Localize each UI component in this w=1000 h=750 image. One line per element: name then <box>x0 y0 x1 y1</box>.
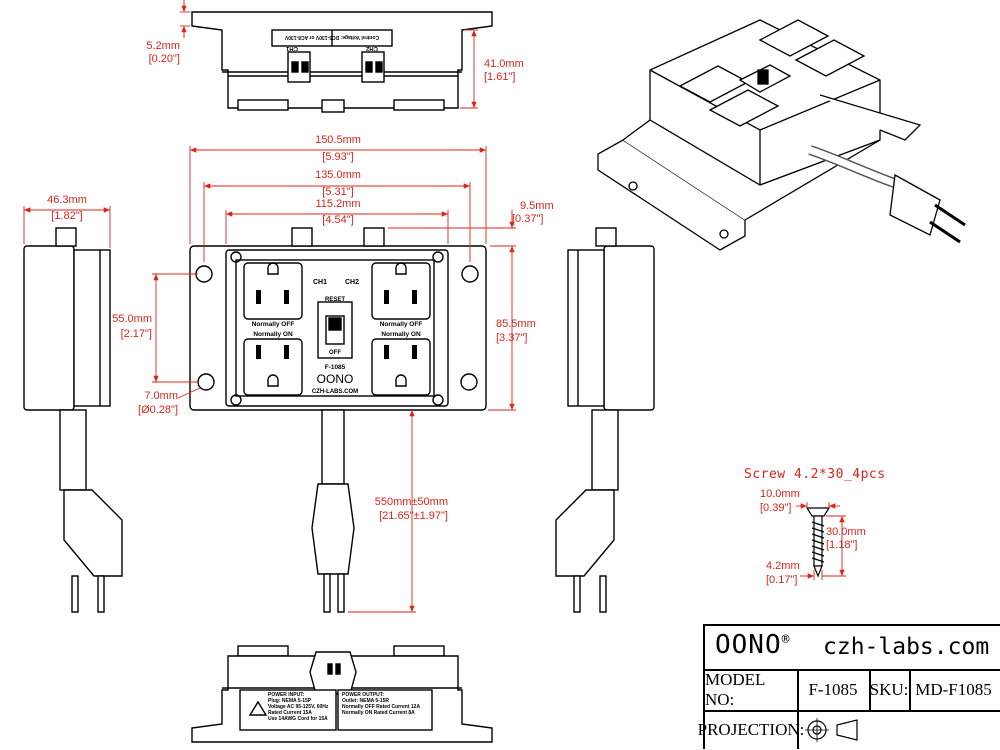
screw-head-in: [0.39"] <box>760 502 792 514</box>
off-label: OFF <box>329 350 341 356</box>
power-output-line: Normally OFF Rated Current 12A <box>342 704 420 710</box>
title-block-model-row: MODEL NO: F-1085 SKU: MD-F1085 <box>705 669 1000 712</box>
outlet-slots <box>256 290 417 359</box>
dim-terminal-height-in: [0.37"] <box>512 213 544 225</box>
isometric-view <box>597 19 966 251</box>
screw-diameter-in: [0.17"] <box>766 574 798 586</box>
front-view <box>189 227 487 613</box>
sku-value: MD-F1085 <box>915 679 992 699</box>
title-block-projection-row: PROJECTION: <box>698 710 1000 749</box>
top-ch2-label: CH2 <box>366 45 379 51</box>
dim-hole-diameter-mm: 7.0mm <box>144 390 178 402</box>
title-block-header: OONO® czh-labs.com <box>705 626 1000 671</box>
control-voltage-label: Control Voltage: DC5-130V or AC8-130V <box>284 34 379 40</box>
dim-top-height-in: [1.61"] <box>484 71 516 83</box>
website: czh-labs.com <box>823 634 990 660</box>
projection-label: PROJECTION: <box>698 710 804 749</box>
dim-hole-vertical-in: [2.17"] <box>120 328 152 340</box>
dim-overall-height-mm: 85.5mm <box>496 318 536 330</box>
model-value: F-1085 <box>797 669 871 710</box>
front-logo: OONO <box>317 372 354 386</box>
power-output-line: Outlet: NEMA 5-15R <box>342 698 389 704</box>
normally-off-left: Normally OFF <box>252 321 295 328</box>
right-side-view <box>555 227 655 613</box>
normally-on-right: Normally ON <box>381 331 421 338</box>
dim-depth-mm: 46.3mm <box>47 194 87 206</box>
reset-label: RESET <box>325 297 345 303</box>
dim-overall-height-in: [3.37"] <box>496 332 528 344</box>
dim-cord-length-mm: 550mm±50mm <box>374 496 448 508</box>
normally-on-left: Normally ON <box>253 331 293 338</box>
dim-overall-width-mm: 150.5mm <box>315 134 361 146</box>
title-block: OONO® czh-labs.com MODEL NO: F-1085 SKU:… <box>698 624 1000 749</box>
power-input-title: POWER INPUT: <box>268 692 305 698</box>
dimension-lines <box>23 0 846 613</box>
dim-body-width-mm: 115.2mm <box>315 198 361 210</box>
power-output-line: Normally ON Rated Current 8A <box>342 710 415 716</box>
dim-hole-diameter-in: [Ø0.28"] <box>138 404 178 416</box>
dim-top-offset-in: [0.20"] <box>148 53 180 65</box>
top-view <box>191 11 493 113</box>
dim-cord-length-in: [21.65"±1.97"] <box>379 510 448 522</box>
screw-title: Screw 4.2*30_4pcs <box>744 467 886 482</box>
ch2-label: CH2 <box>345 279 359 286</box>
screw-head-mm: 10.0mm <box>760 488 800 500</box>
normally-off-right: Normally OFF <box>380 321 423 328</box>
power-input-line: Use 14AWG Cord for 15A <box>268 716 328 722</box>
bottom-view <box>191 645 493 743</box>
screw-diameter-mm: 4.2mm <box>766 560 800 572</box>
power-input-line: Rated Current 15A <box>268 710 312 716</box>
dim-depth-in: [1.82"] <box>51 210 83 222</box>
dim-hole-spacing-mm: 135.0mm <box>315 169 361 181</box>
brand-logo: OONO® <box>715 630 791 660</box>
dim-hole-vertical-mm: 55.0mm <box>112 313 152 325</box>
dim-body-width-in: [4.54"] <box>322 214 354 226</box>
screw-drawing <box>805 507 831 578</box>
screw-length-mm: 30.0mm <box>826 526 866 538</box>
dim-terminal-height-mm: 9.5mm <box>520 200 554 212</box>
sku-label: SKU: <box>869 669 911 710</box>
dim-top-height-mm: 41.0mm <box>484 58 524 70</box>
left-side-view <box>23 227 123 613</box>
model-label: F-1085 <box>325 364 346 371</box>
screw-length-in: [1.18"] <box>826 539 858 551</box>
dim-top-offset-mm: 5.2mm <box>146 40 180 52</box>
power-input-line: Voltage AC 95-125V, 60Hz <box>268 704 329 710</box>
model-label: MODEL NO: <box>705 669 799 710</box>
dim-overall-width-in: [5.93"] <box>322 151 354 163</box>
front-url: CZH-LABS.COM <box>312 389 358 395</box>
power-output-title: POWER OUTPUT: <box>342 692 384 698</box>
power-input-line: Plug: NEMA 5-15P <box>268 698 312 704</box>
ch1-label: CH1 <box>313 279 327 286</box>
top-ch1-label: CH1 <box>286 45 299 51</box>
projection-symbol-icon <box>797 710 869 749</box>
dim-hole-spacing-in: [5.31"] <box>322 186 354 198</box>
